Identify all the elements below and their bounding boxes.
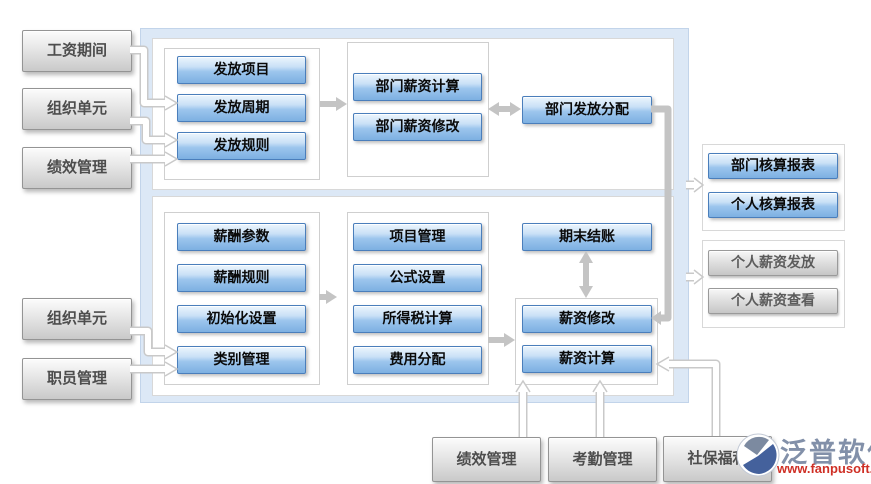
node-dept-salary-edit: 部门薪资修改: [353, 113, 482, 141]
node-payout-cycle: 发放周期: [177, 94, 306, 122]
node-salary-params: 薪酬参数: [177, 223, 306, 251]
node-salary-calc: 薪资计算: [522, 345, 652, 373]
node-performance-management-2: 绩效管理: [432, 437, 541, 482]
node-payout-rules: 发放规则: [177, 132, 306, 160]
node-personal-salary-payout: 个人薪资发放: [708, 250, 838, 276]
fanpu-logo: 泛普软件 www.fanpusoft.com: [735, 430, 871, 480]
top-subpanel-dept-salary: [347, 42, 489, 177]
node-performance-management: 绩效管理: [22, 147, 132, 189]
node-category-management: 类别管理: [177, 346, 306, 374]
fanpu-logo-brand: 泛普软件: [780, 438, 871, 468]
fanpu-logo-website: www.fanpusoft.com: [777, 461, 871, 476]
node-dept-payout-allocation: 部门发放分配: [522, 96, 652, 124]
node-payout-items: 发放项目: [177, 56, 306, 84]
node-period-end-closing: 期末结账: [522, 223, 652, 251]
node-salary-period: 工资期间: [22, 30, 132, 72]
node-expense-allocation: 费用分配: [353, 346, 482, 374]
node-dept-accounting-report: 部门核算报表: [708, 153, 838, 179]
node-init-settings: 初始化设置: [177, 305, 306, 333]
node-attendance-management: 考勤管理: [548, 437, 657, 482]
node-personal-accounting-report: 个人核算报表: [708, 192, 838, 218]
node-item-management: 项目管理: [353, 223, 482, 251]
node-org-unit: 组织单元: [22, 88, 132, 130]
node-personal-salary-view: 个人薪资查看: [708, 288, 838, 314]
fanpu-logo-icon: [736, 433, 780, 477]
node-formula-settings: 公式设置: [353, 264, 482, 292]
node-salary-rules: 薪酬规则: [177, 264, 306, 292]
node-salary-edit: 薪资修改: [522, 305, 652, 333]
node-dept-salary-calc: 部门薪资计算: [353, 73, 482, 101]
node-org-unit-2: 组织单元: [22, 298, 132, 340]
node-staff-management: 职员管理: [22, 358, 132, 400]
node-income-tax-calc: 所得税计算: [353, 305, 482, 333]
